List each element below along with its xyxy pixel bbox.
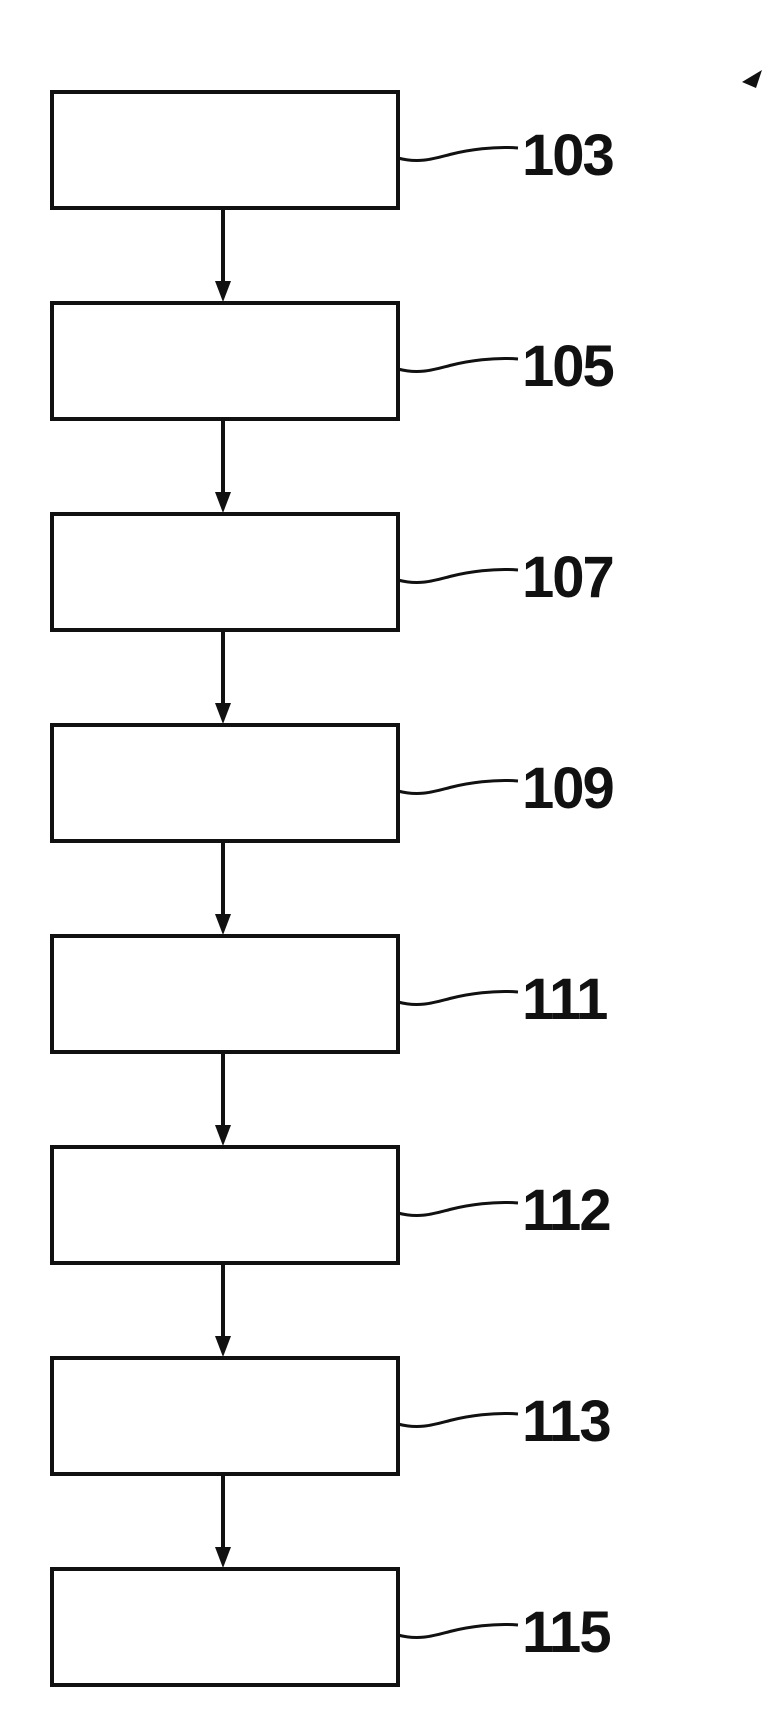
- flow-step-107: 107: [52, 514, 613, 630]
- steps-layer: 103 105 107 109 111 112 113 115: [52, 92, 614, 1685]
- step-box: [52, 1358, 398, 1474]
- leader-line: [398, 358, 518, 371]
- flow-step-112: 112: [52, 1147, 610, 1263]
- flow-step-111: 111: [52, 936, 607, 1052]
- flow-arrow-111-to-112: [215, 1052, 231, 1146]
- step-ref-label: 111: [522, 967, 607, 1032]
- leader-line: [398, 1202, 518, 1215]
- leader-line: [398, 991, 518, 1004]
- step-ref-label: 112: [522, 1178, 610, 1243]
- flow-step-113: 113: [52, 1358, 610, 1474]
- step-ref-label: 113: [522, 1389, 610, 1454]
- leader-line: [398, 780, 518, 793]
- step-box: [52, 725, 398, 841]
- flow-arrow-112-to-113: [215, 1263, 231, 1357]
- leader-line: [398, 1624, 518, 1637]
- step-box: [52, 1569, 398, 1685]
- leader-line: [398, 569, 518, 582]
- step-ref-label: 109: [522, 756, 614, 821]
- flow-arrow-107-to-109: [215, 630, 231, 724]
- flow-step-109: 109: [52, 725, 614, 841]
- step-box: [52, 92, 398, 208]
- step-ref-label: 115: [522, 1600, 610, 1665]
- figure-pointer-arrow: [742, 70, 762, 88]
- step-box: [52, 514, 398, 630]
- step-box: [52, 1147, 398, 1263]
- step-ref-label: 107: [522, 545, 613, 610]
- flow-arrow-105-to-107: [215, 419, 231, 513]
- step-ref-label: 103: [522, 123, 614, 188]
- flow-arrow-103-to-105: [215, 208, 231, 302]
- leader-line: [398, 1413, 518, 1426]
- flow-step-105: 105: [52, 303, 614, 419]
- flow-arrow-113-to-115: [215, 1474, 231, 1568]
- flow-arrow-109-to-111: [215, 841, 231, 935]
- flow-step-103: 103: [52, 92, 614, 208]
- step-ref-label: 105: [522, 334, 614, 399]
- step-box: [52, 303, 398, 419]
- flow-step-115: 115: [52, 1569, 610, 1685]
- leader-line: [398, 147, 518, 160]
- step-box: [52, 936, 398, 1052]
